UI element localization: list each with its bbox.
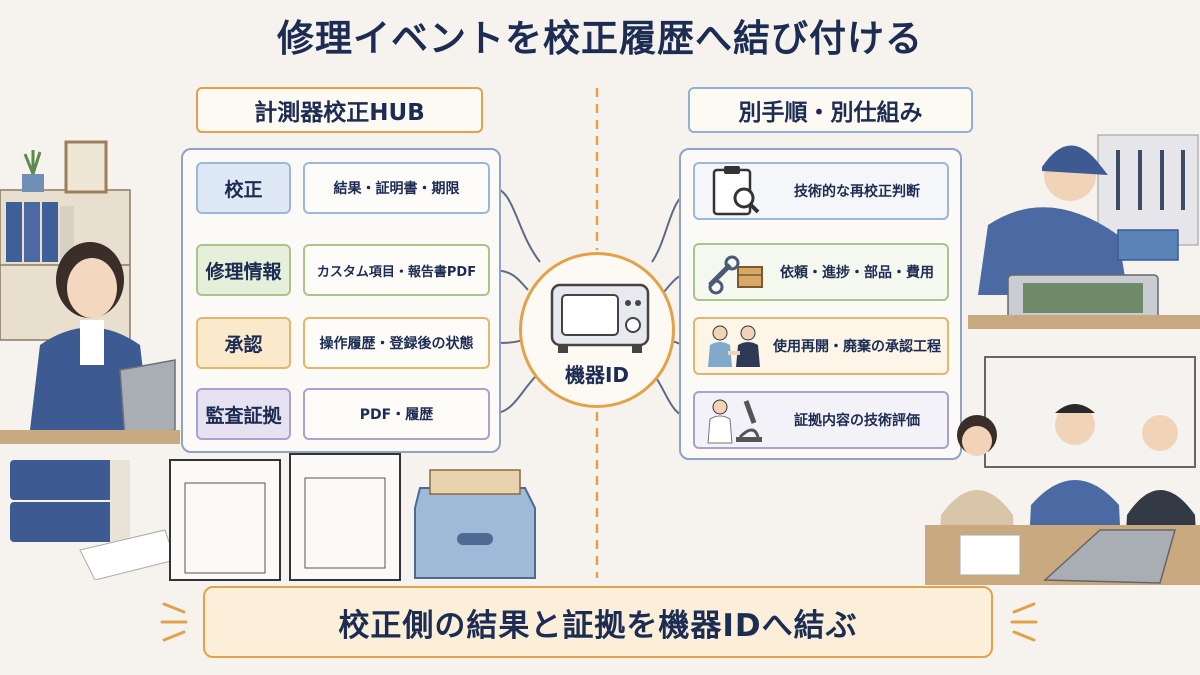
handshake-icon — [695, 319, 773, 373]
right-row-3: 使用再開・廃棄の承認工程 — [693, 317, 949, 375]
instrument-icon — [550, 283, 650, 353]
left-row-tag-1: 校正 — [196, 162, 291, 214]
left-row-tag-2: 修理情報 — [196, 244, 291, 296]
office-worker-illustration — [0, 140, 180, 580]
left-row-desc-3: 操作履歴・登録後の状態 — [303, 317, 490, 369]
left-row-desc-2: カスタム項目・報告書PDF — [303, 244, 490, 296]
right-section-label: 別手順・別仕組み — [688, 87, 973, 133]
right-row-4: 証拠内容の技術評価 — [693, 391, 949, 449]
meeting-illustration — [925, 356, 1200, 585]
clipboard-search-icon — [695, 164, 773, 218]
wrench-box-icon — [695, 245, 773, 299]
left-row-desc-4: PDF・履歴 — [303, 388, 490, 440]
footer-sparkle-right-icon — [1010, 602, 1038, 642]
hub-label: 機器ID — [564, 363, 630, 387]
page-title: 修理イベントを校正履歴へ結び付ける — [277, 17, 923, 60]
left-row-tag-4: 監査証拠 — [196, 388, 291, 440]
right-row-text-3: 使用再開・廃棄の承認工程 — [773, 339, 941, 355]
right-row-text-2: 依頼・進捗・部品・費用 — [780, 265, 934, 281]
equipment-id-hub: 機器ID — [519, 252, 675, 408]
footer-banner: 校正側の結果と証拠を機器IDへ結ぶ — [203, 586, 993, 658]
left-section-label: 計測器校正HUB — [196, 87, 483, 133]
footer-sparkle-left-icon — [160, 602, 188, 642]
right-row-text-4: 証拠内容の技術評価 — [794, 413, 920, 429]
right-row-text-1: 技術的な再校正判断 — [794, 184, 920, 200]
left-row-desc-1: 結果・証明書・期限 — [303, 162, 490, 214]
scientist-microscope-icon — [695, 393, 773, 447]
right-row-2: 依頼・進捗・部品・費用 — [693, 243, 949, 301]
left-row-tag-3: 承認 — [196, 317, 291, 369]
documents-box-illustration — [169, 453, 536, 581]
right-row-1: 技術的な再校正判断 — [693, 162, 949, 220]
technician-illustration — [968, 134, 1200, 329]
